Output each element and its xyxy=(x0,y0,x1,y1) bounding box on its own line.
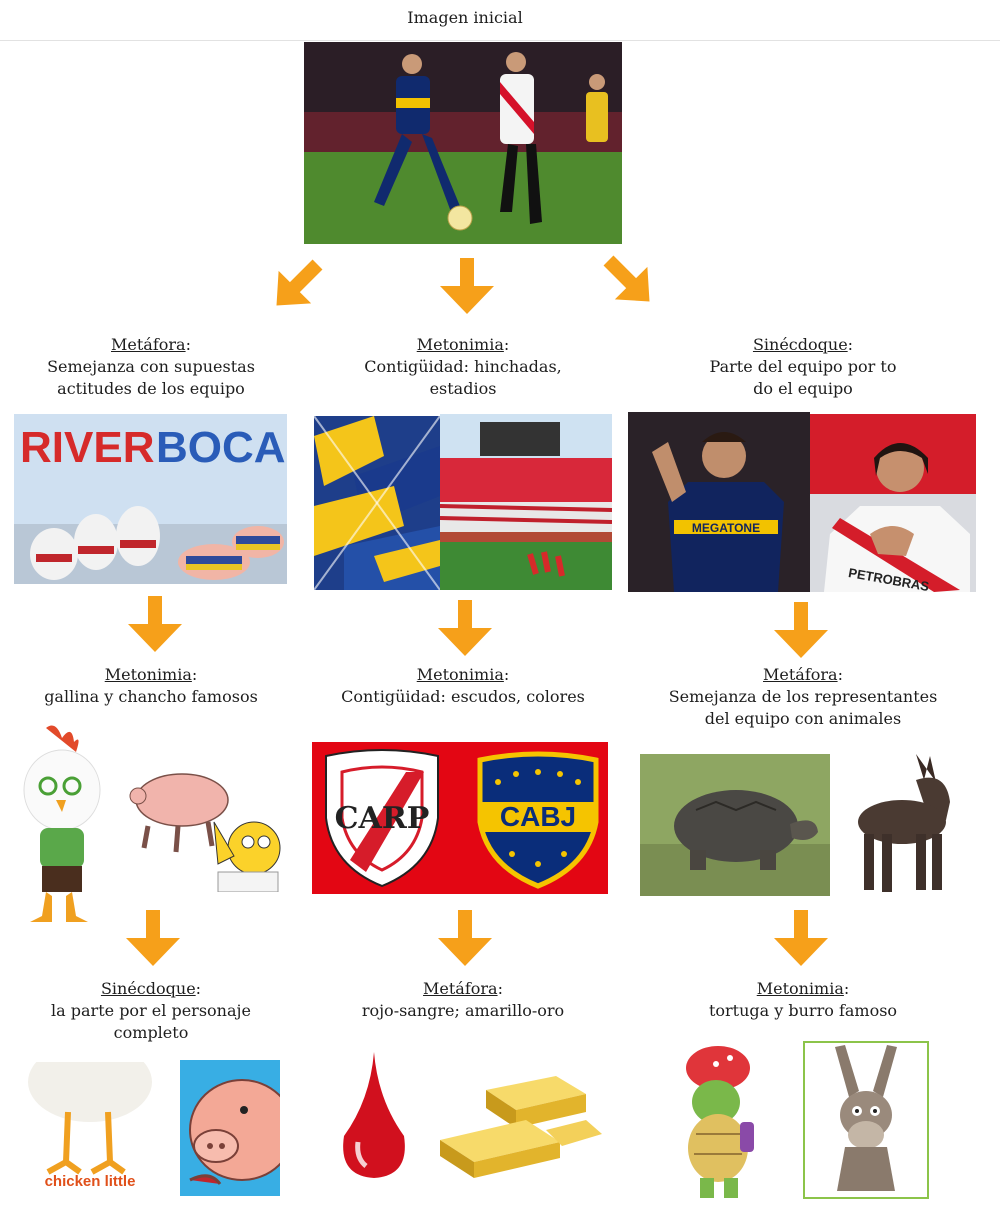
homer-with-pig-cartoon xyxy=(118,752,294,892)
step-label-synecdoche: Sinécdoque: Parte del equipo por to do e… xyxy=(709,335,897,398)
step-label-metonymy: Metonimia: Contigüidad: escudos, colores xyxy=(341,665,585,706)
arrow-down-left-icon xyxy=(262,250,332,320)
arrow-down-icon xyxy=(430,598,500,658)
river-player-image: PETROBRAS xyxy=(810,414,976,592)
arrow-down-icon xyxy=(432,256,502,316)
donkey-cartoon-image xyxy=(803,1041,929,1199)
step-label-metonymy: Metonimia: Contigüidad: hinchadas, estad… xyxy=(364,335,562,398)
boca-player-image: MEGATONE xyxy=(628,412,810,592)
river-stadium-image xyxy=(440,414,612,590)
cartoon-turtle-image xyxy=(676,1044,756,1200)
chicken-little-cartoon xyxy=(16,720,104,926)
gold-bars-icon xyxy=(436,1070,606,1180)
river-boca-banner-image: RIVER BOCA xyxy=(14,414,287,584)
arrow-down-icon xyxy=(430,908,500,968)
banner-boca-text: BOCA xyxy=(156,423,286,472)
step-label-metonymy: Metonimia: gallina y chancho famosos xyxy=(44,665,258,706)
carp-crest-text: CARP xyxy=(335,801,430,836)
arrow-down-icon xyxy=(766,908,836,968)
step-label-metaphor: Metáfora: rojo-sangre; amarillo-oro xyxy=(361,979,565,1020)
arrow-down-icon xyxy=(120,594,190,654)
step-label-metaphor: Metáfora: Semejanza con supuestas actitu… xyxy=(47,335,255,398)
donkey-image xyxy=(846,750,970,896)
pig-figures xyxy=(178,526,284,580)
step-label-synecdoche: Sinécdoque: la parte por el personaje co… xyxy=(51,979,251,1042)
page-title: Imagen inicial xyxy=(407,8,523,27)
step-label-metaphor: Metáfora: Semejanza de los representante… xyxy=(668,665,938,728)
banner-river-text: RIVER xyxy=(20,423,154,472)
blood-drop-icon xyxy=(338,1050,410,1180)
chicken-figures xyxy=(30,506,160,580)
step-label-metonymy: Metonimia: tortuga y burro famoso xyxy=(708,979,898,1020)
poster-title: chicken little xyxy=(45,1173,136,1190)
chicken-little-poster: chicken little xyxy=(28,1062,152,1198)
arrow-down-right-icon xyxy=(594,246,664,316)
initial-match-image xyxy=(304,42,622,244)
jersey-sponsor-text: MEGATONE xyxy=(692,521,760,535)
team-crests-image: CARP CABJ xyxy=(312,742,608,894)
tortoise-image xyxy=(640,754,830,896)
cabj-crest-text: CABJ xyxy=(500,801,576,832)
pig-closeup-cartoon xyxy=(180,1060,280,1196)
boca-fans-image xyxy=(314,416,440,590)
arrow-down-icon xyxy=(118,908,188,968)
header-bar: Imagen inicial xyxy=(0,0,1000,41)
arrow-down-icon xyxy=(766,600,836,660)
